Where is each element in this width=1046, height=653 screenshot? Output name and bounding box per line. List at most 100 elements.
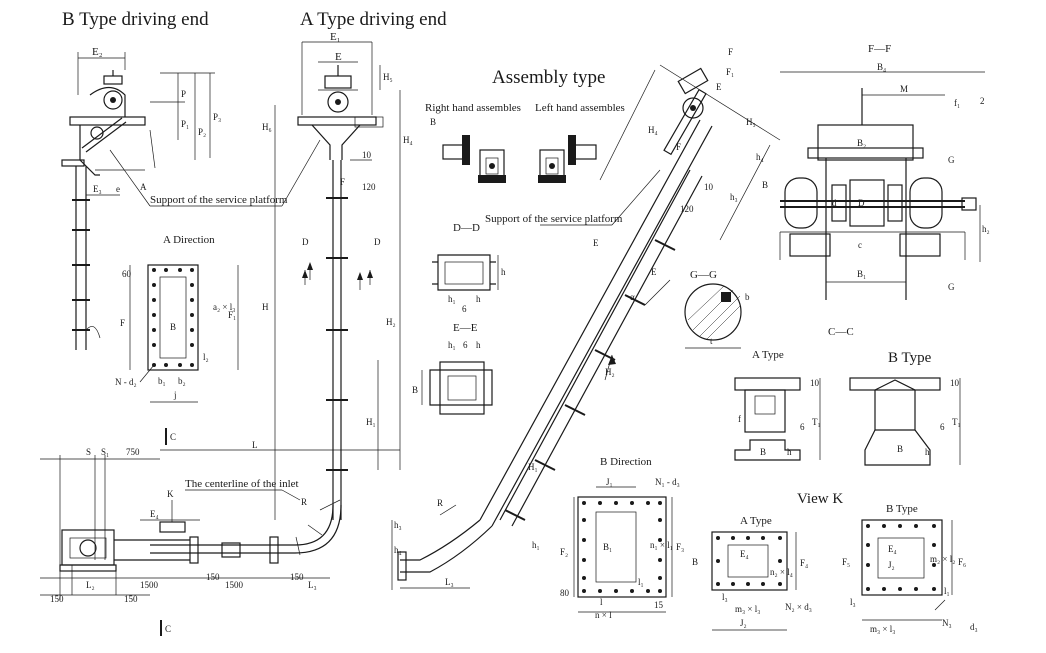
- view-k-b-d3-label: d₃: [970, 622, 978, 632]
- inlet-centerline-label: The centerline of the inlet: [185, 478, 299, 490]
- dim-b2-label: b₂: [178, 376, 186, 386]
- dd-6-label: 6: [462, 304, 467, 314]
- incline-h1-small-label: h₁: [532, 540, 540, 550]
- incline-f-lower-label: F: [676, 142, 681, 152]
- dim-p-label: P: [181, 89, 186, 99]
- ff-2-label: 2: [980, 96, 985, 106]
- ff-c-label: c: [858, 240, 862, 250]
- cc-a-t1-label: T₁: [812, 417, 821, 427]
- dim-b-label: B: [170, 322, 176, 332]
- bd-l1-label: l₁: [638, 577, 644, 587]
- bd-80-label: 80: [560, 588, 570, 598]
- view-a-arrow-label: A: [140, 182, 147, 192]
- dim-l2-small-label: l₂: [203, 352, 209, 362]
- dim-p1-label: P₁: [181, 119, 189, 129]
- section-c-top-label: C: [170, 432, 176, 442]
- view-k-a-bolt-holes: [716, 536, 782, 586]
- view-k-b-m3-l3-label: m₃ × l₃: [870, 624, 895, 634]
- bd-f2-label: F₂: [560, 547, 568, 557]
- a-direction-flange: A Direction F 60 F₁ a₂ × l₃ l₂ B b₁ b₂ j…: [115, 234, 239, 403]
- cc-a-b-label: B: [760, 447, 766, 457]
- incline-flanges: [504, 239, 676, 521]
- boot-section-drawing: S S₁ 750 C C K E₄ L₂ 1500 1500 150 150 L…: [40, 428, 330, 636]
- ff-g-top-label: G: [948, 155, 955, 165]
- cc-b-b-label: B: [897, 444, 903, 454]
- a-direction-bolt-holes: [152, 268, 194, 367]
- dim-120-label: 120: [362, 182, 376, 192]
- left-hand-assembles-label: Left hand assembles: [535, 102, 625, 114]
- incline-alpha-label: α: [630, 292, 635, 302]
- view-k-b-m2-l2-label: m₂ × l₂: [930, 554, 955, 564]
- incline-f1-label: F₁: [726, 67, 734, 77]
- cc-a-f-label: f: [738, 414, 741, 424]
- cc-b-6-label: 6: [940, 422, 945, 432]
- dim-s-label: S: [86, 447, 91, 457]
- dim-j-label: j: [173, 390, 177, 400]
- section-f-f-title: F—F: [868, 43, 891, 55]
- dim-f-label: F: [120, 318, 125, 328]
- cc-a-10-label: 10: [810, 378, 820, 388]
- bd-b1-label: B₁: [603, 542, 612, 552]
- ee-h1-label: h₁: [448, 340, 456, 350]
- incline-section-e-upper-label: E: [593, 238, 599, 248]
- dim-f2-small-label: F: [340, 177, 345, 187]
- dd-h-label: h: [501, 267, 506, 277]
- ff-b1-label: B₁: [857, 269, 866, 279]
- dim-e-small-label: e: [116, 184, 120, 194]
- dim-h2-label: H₂: [386, 317, 396, 327]
- incline-section-e-lower-label: E: [651, 267, 657, 277]
- ff-f1-label: f₁: [954, 98, 960, 108]
- dim-150-d-label: 150: [290, 572, 304, 582]
- section-d-d-title: D—D: [453, 222, 480, 234]
- dim-750-label: 750: [126, 447, 140, 457]
- dim-150-c-label: 150: [206, 572, 220, 582]
- cc-b-type-label: B Type: [888, 350, 932, 366]
- dim-e2-label: E₂: [92, 46, 103, 58]
- incline-h3-label: h₃: [730, 192, 738, 202]
- cc-a-h-label: h: [787, 447, 792, 457]
- view-k-a-b-label: B: [692, 557, 698, 567]
- ff-b-side-label: B: [762, 180, 768, 190]
- section-f-f: F—F B₄ M f₁ 2 B₂ B₁ G G h₂ d D c B: [762, 43, 990, 300]
- dim-b1-label: b₁: [158, 376, 166, 386]
- view-k-a-j2-label: J₂: [740, 618, 747, 628]
- bd-15-label: 15: [654, 600, 664, 610]
- ee-6-label: 6: [463, 340, 468, 350]
- dim-s1-label: S₁: [101, 447, 109, 457]
- inclined-elevator: R F F₁ E H₄ H₅ F 10 120 h₄ h₃ α H₂ H₁ h₁…: [391, 47, 781, 590]
- ee-h-label: h: [476, 340, 481, 350]
- dim-h1-label: H₁: [366, 417, 376, 427]
- dim-h4-label: H₄: [403, 135, 413, 145]
- section-e-e: E—E h₁ 6 h B: [412, 322, 493, 415]
- cc-b-10-label: 10: [950, 378, 960, 388]
- dim-150-a-label: 150: [50, 594, 64, 604]
- dim-l-label: L: [252, 440, 258, 450]
- view-k-a-type-label: A Type: [740, 515, 772, 527]
- incline-h5-label: H₅: [746, 117, 756, 127]
- view-k-b-l3-label: l₃: [850, 597, 856, 607]
- right-hand-b-label: B: [430, 117, 436, 127]
- incline-120-label: 120: [680, 204, 694, 214]
- bd-n1-l1-label: n₁ × l₁: [650, 540, 673, 550]
- dim-h-label: H: [262, 302, 269, 312]
- flow-arrows: [307, 262, 363, 290]
- ff-d-label: D: [858, 198, 865, 208]
- view-k-marker-label: K: [167, 489, 174, 499]
- dim-n-d2-label: N - d₂: [115, 377, 137, 387]
- ff-h2-label: h₂: [982, 224, 990, 234]
- ff-b4-label: B₄: [877, 62, 886, 72]
- view-k-b-f6-label: F₆: [958, 557, 966, 567]
- dim-p2-label: P₂: [198, 127, 206, 137]
- gg-b-label: b: [745, 292, 750, 302]
- dim-e-label: E: [335, 51, 342, 63]
- dim-e3-label: E₃: [93, 184, 102, 194]
- incline-h2-label: H₂: [605, 367, 615, 377]
- cc-a-6-label: 6: [800, 422, 805, 432]
- incline-r-label: R: [437, 498, 443, 508]
- view-k-a-type: A Type E₄ B F₄ n₂ × l₄ l₃ m₃ × l₃ J₂ N₂ …: [692, 515, 812, 631]
- incline-f-label: F: [728, 47, 733, 57]
- bd-n-l-label: n × l: [595, 610, 612, 620]
- section-e-e-title: E—E: [453, 322, 478, 334]
- section-c-c: C—C A Type B Type T₁ 10 6 h f B T₁ 10 6 …: [734, 326, 961, 466]
- incline-l3-label: L₃: [445, 577, 454, 587]
